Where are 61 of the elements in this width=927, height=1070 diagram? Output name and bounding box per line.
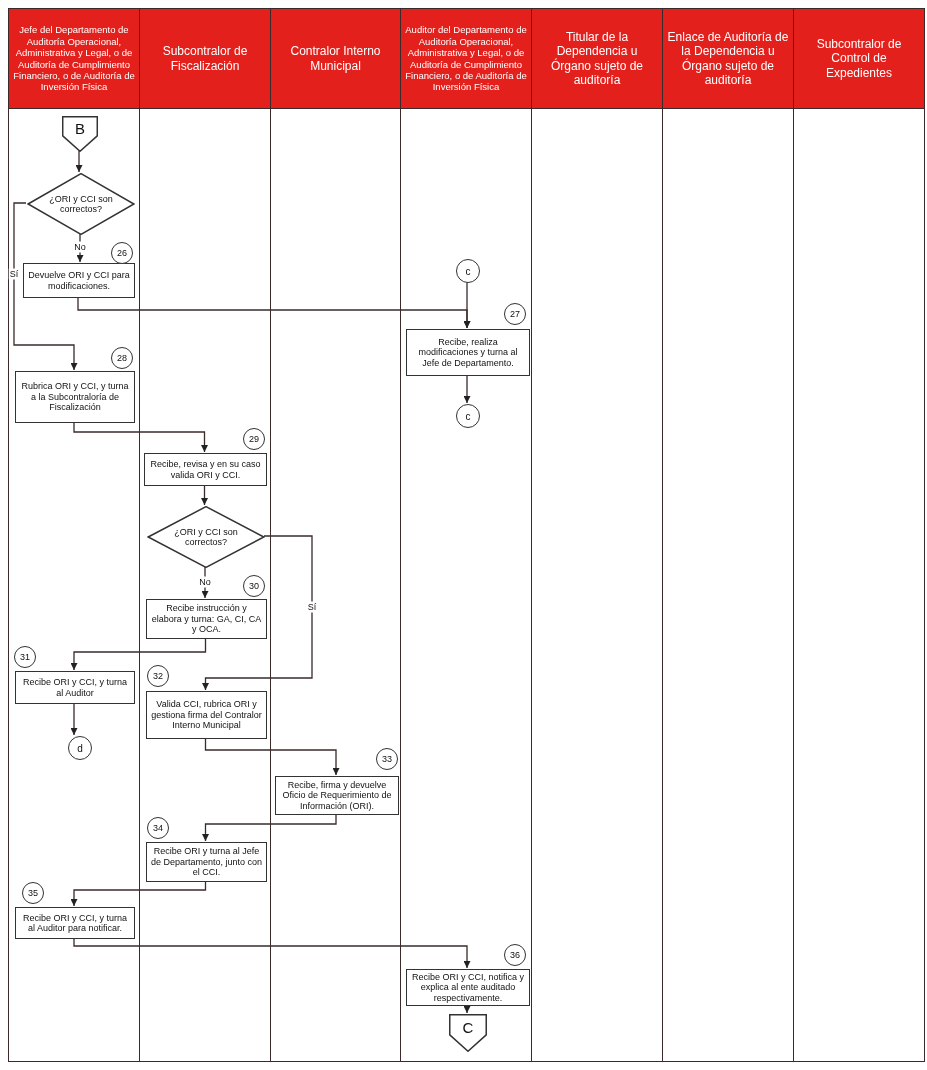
connector-circle: c: [456, 404, 480, 428]
offpage-connector: B: [62, 116, 98, 152]
lane-header: Enlace de Auditoría de la Dependencia u Órgano sujeto de auditoría: [663, 9, 793, 109]
process-box: Recibe, firma y devuelve Oficio de Requerimiento de Información (ORI).: [275, 776, 399, 815]
process-box: Recibe instrucción y elabora y turna: GA, CI, CA y OCA.: [146, 599, 267, 639]
arrow: [73, 937, 471, 969]
swimlane: [8, 8, 140, 1062]
lane-header: Titular de la Dependencia u Órgano sujeto de auditoría: [532, 9, 662, 109]
process-box: Recibe ORI y CCI, notifica y explica al ente auditado respectivamente.: [406, 969, 530, 1006]
step-number: 31: [14, 646, 36, 668]
step-number: 36: [504, 944, 526, 966]
process-box: Rubrica ORI y CCI, y turna a la Subcontraloría de Fiscalización: [15, 371, 135, 423]
arrow: [463, 281, 471, 329]
arrow: [70, 702, 78, 736]
lane-header: Contralor Interno Municipal: [271, 9, 400, 109]
step-number: 32: [147, 665, 169, 687]
lane-header: Subcontralor de Fiscalización: [140, 9, 270, 109]
process-box: Valida CCI, rubrica ORI y gestiona firma del Contralor Interno Municipal: [146, 691, 267, 739]
arrow: [202, 535, 313, 691]
step-number: 34: [147, 817, 169, 839]
arrow: [202, 813, 337, 842]
edge-label: Sí: [306, 601, 318, 613]
arrow: [463, 374, 471, 404]
process-box: Recibe, realiza modificaciones y turna al Jefe de Departamento.: [406, 329, 530, 376]
process-box: Recibe ORI y CCI, y turna al Auditor para notificar.: [15, 907, 135, 939]
step-number: 30: [243, 575, 265, 597]
swimlane: [662, 8, 794, 1062]
lane-header: Subcontralor de Control de Expedientes: [794, 9, 924, 109]
arrow: [13, 202, 78, 371]
process-box: Recibe ORI y CCI, y turna al Auditor: [15, 671, 135, 704]
arrow: [201, 484, 208, 506]
edge-label: No: [198, 576, 212, 588]
edge-label: Sí: [8, 268, 20, 280]
arrow: [75, 150, 83, 173]
arrow: [70, 880, 207, 907]
arrow: [73, 421, 208, 453]
swimlane: [400, 8, 532, 1062]
step-number: 29: [243, 428, 265, 450]
step-number: 27: [504, 303, 526, 325]
process-box: Devuelve ORI y CCI para modificaciones.: [23, 263, 135, 298]
offpage-connector: C: [449, 1014, 487, 1052]
step-number: 35: [22, 882, 44, 904]
swimlane: [139, 8, 271, 1062]
step-number: 33: [376, 748, 398, 770]
connector-circle: c: [456, 259, 480, 283]
lane-header: Jefe del Departamento de Auditoría Operacional, Administrativa y Legal, o de Auditoría de Cumplimiento Financiero, o de Auditoría de Inversión Física: [9, 9, 139, 109]
decision-diamond: ¿ORI y CCI son correctos?: [27, 173, 135, 235]
connector-circle: d: [68, 736, 92, 760]
step-number: 28: [111, 347, 133, 369]
arrow: [463, 1004, 471, 1014]
decision-diamond: ¿ORI y CCI son correctos?: [147, 506, 265, 568]
arrow: [204, 737, 340, 776]
lane-header: Auditor del Departamento de Auditoría Operacional, Administrativa y Legal, o de Auditoría de Cumplimiento Financiero, o de Auditoría de Inversión Física: [401, 9, 531, 109]
arrow: [70, 637, 207, 671]
process-box: Recibe ORI y turna al Jefe de Departamento, junto con el CCI.: [146, 842, 267, 882]
process-box: Recibe, revisa y en su caso valida ORI y CCI.: [144, 453, 267, 486]
step-number: 26: [111, 242, 133, 264]
swimlane: [793, 8, 925, 1062]
edge-label: No: [73, 241, 87, 253]
swimlane: [270, 8, 401, 1062]
swimlane: [531, 8, 663, 1062]
